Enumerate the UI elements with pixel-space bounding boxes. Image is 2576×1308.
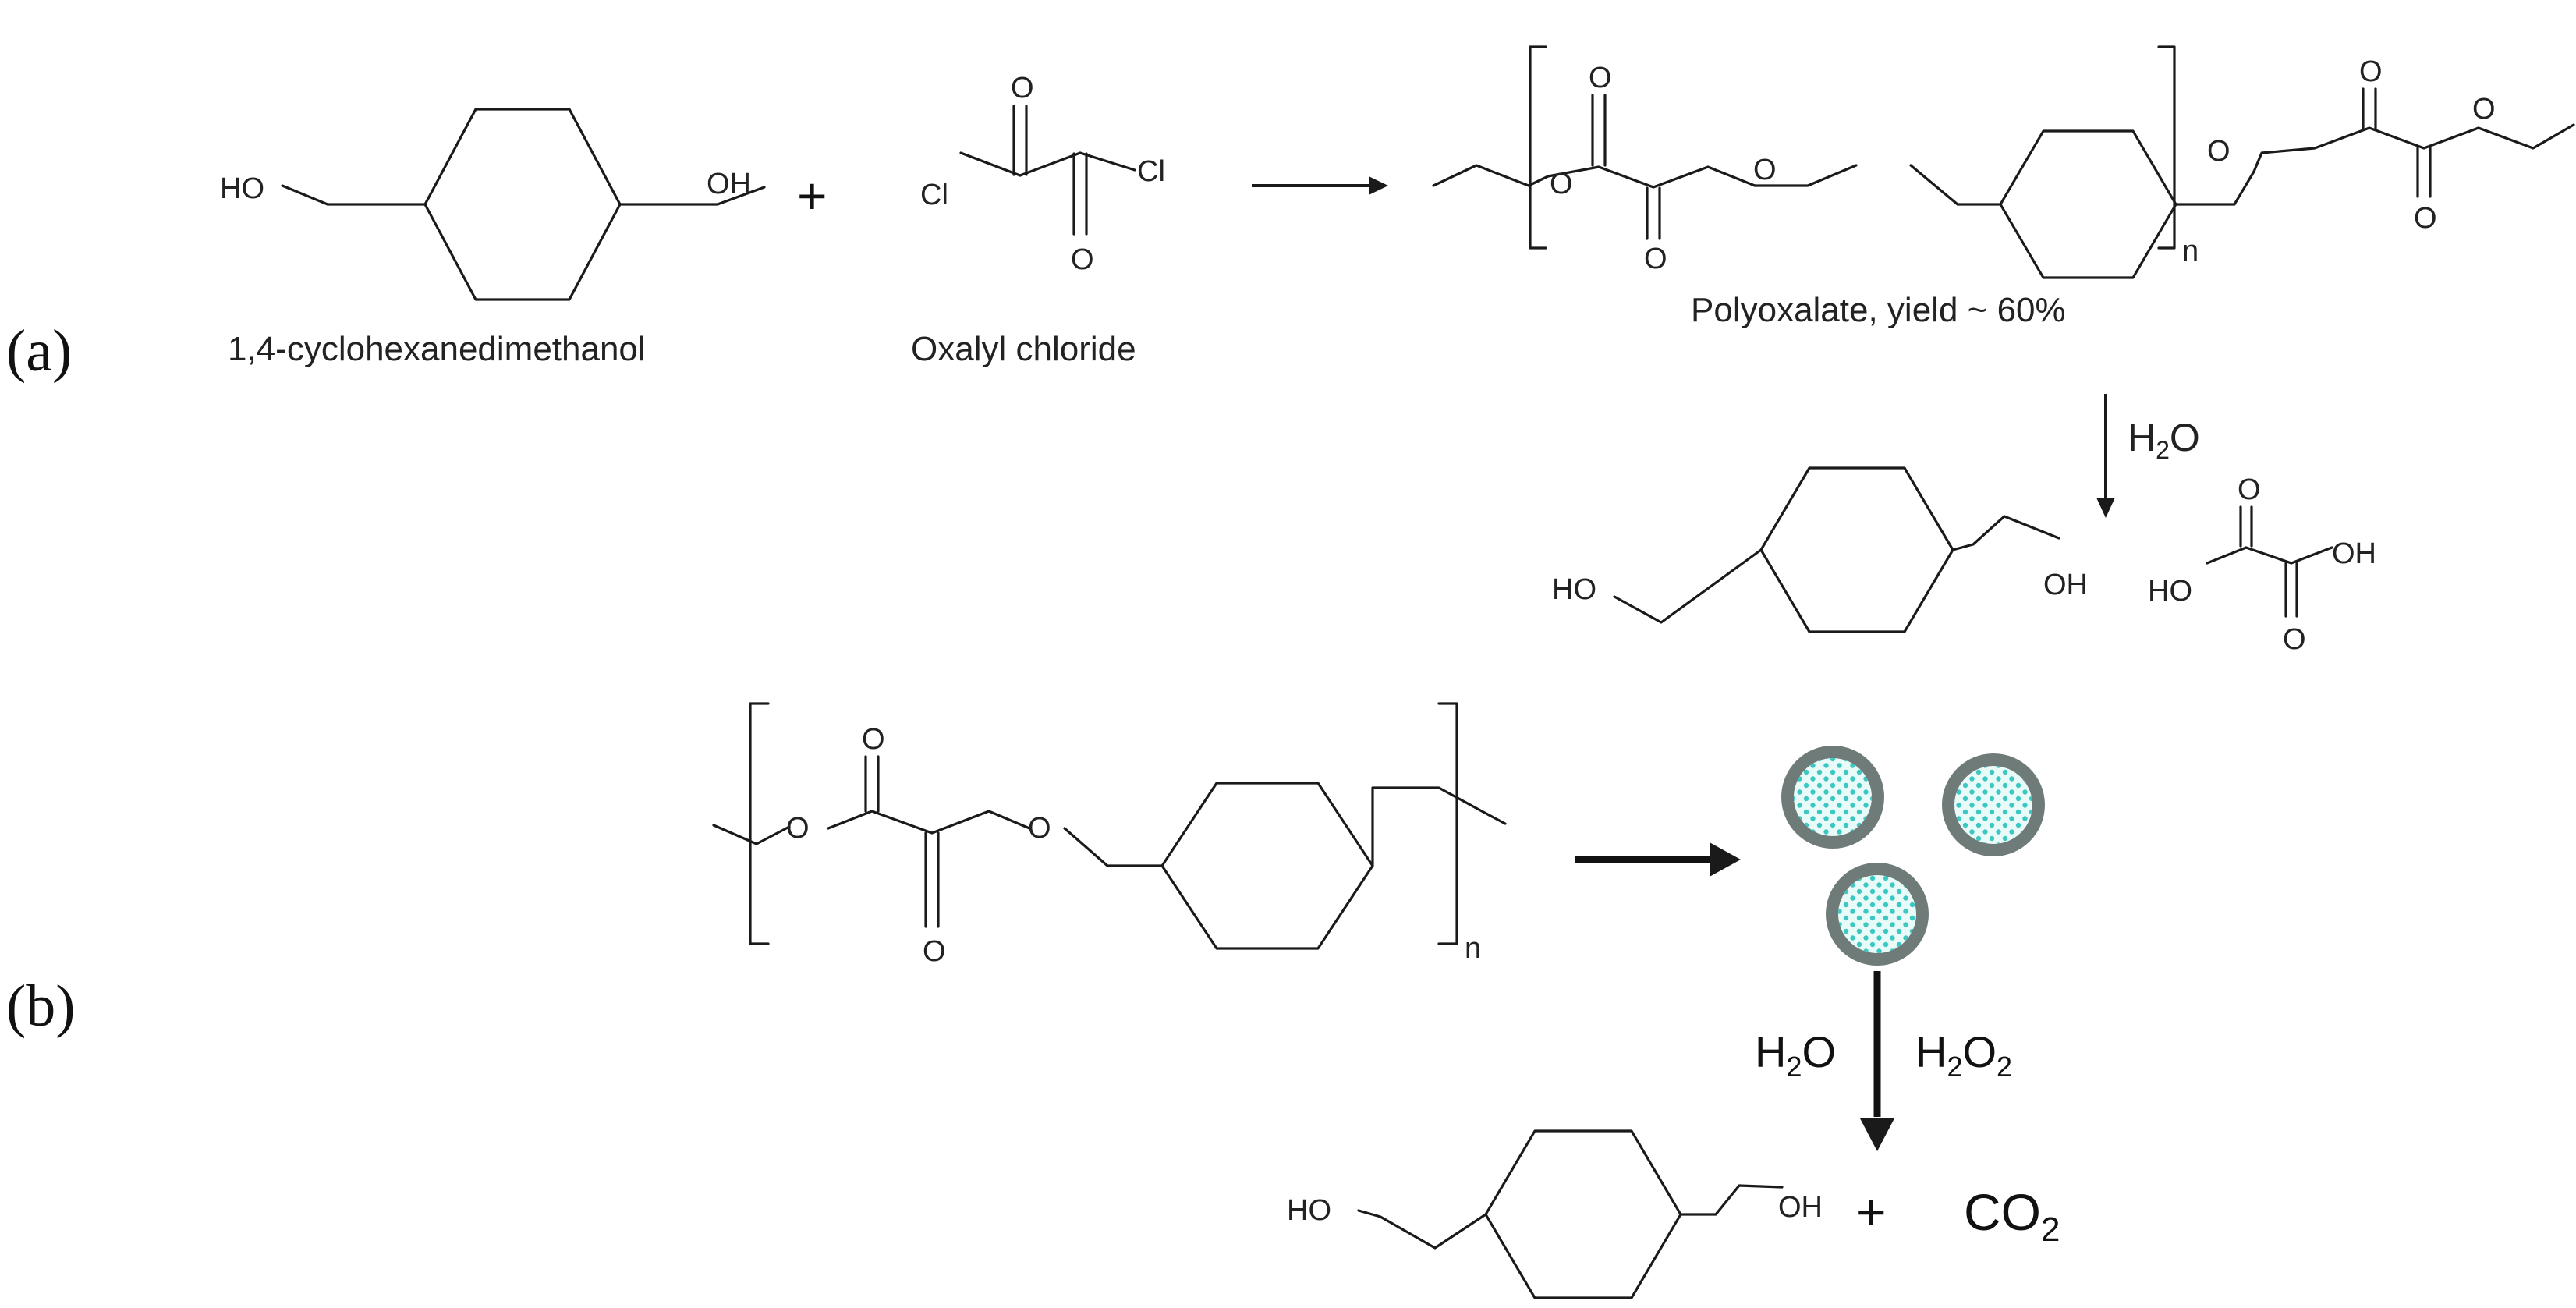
hydrolysis-arrow-a	[2096, 394, 2115, 518]
nanoparticles	[1781, 746, 2045, 966]
oxalyl-cl-left: Cl	[920, 179, 948, 211]
panel-label-b: (b)	[6, 973, 76, 1039]
b-o-carbonyl2: O	[923, 935, 946, 968]
poly-o-carbonyl4: O	[2414, 202, 2437, 235]
degradation-arrow-b	[1860, 971, 1894, 1151]
polyoxalate-structure: O O O O O O O O n	[1432, 45, 2575, 279]
peroxide-label-b: H2O2	[1915, 1027, 2012, 1083]
co2-label: CO2	[1964, 1183, 2060, 1249]
product-a-oh: OH	[2043, 569, 2088, 601]
oxalic-acid-structure: O O HO OH	[2148, 473, 2376, 656]
oxalic-o-bottom: O	[2283, 623, 2306, 656]
poly-o-carbonyl2: O	[1644, 243, 1667, 275]
plus-sign-a: +	[797, 167, 827, 225]
diol-name: 1,4-cyclohexanedimethanol	[228, 330, 646, 368]
polyoxalate-name: Polyoxalate, yield ~ 60%	[1691, 291, 2066, 329]
diol-oh-label: OH	[707, 168, 751, 200]
b-bracket-left	[749, 702, 770, 945]
b-repeat-n: n	[1465, 932, 1481, 965]
oxalyl-o-bottom: O	[1071, 243, 1094, 276]
reaction-arrow-a1	[1252, 176, 1388, 195]
plus-sign-b: +	[1856, 1183, 1887, 1241]
b-o-carbonyl1: O	[862, 723, 885, 756]
poly-o-ester1: O	[1550, 168, 1573, 200]
panel-label-a: (a)	[6, 318, 72, 384]
nanoparticle-2	[1942, 753, 2045, 856]
product-a-ho: HO	[1552, 573, 1596, 606]
oxalyl-o-top: O	[1011, 72, 1034, 105]
diol-ho-label: HO	[220, 172, 264, 205]
poly-o-ester4: O	[2472, 93, 2496, 126]
diol-product-b: HO OH	[1287, 1129, 1823, 1299]
poly-o-carbonyl1: O	[1589, 62, 1612, 94]
product-b-ho: HO	[1287, 1194, 1331, 1227]
water-label-b: H2O	[1755, 1027, 1836, 1083]
particle-formation-arrow	[1575, 842, 1741, 877]
oxalyl-chloride-structure: O O Cl Cl	[920, 72, 1165, 276]
polymer-repeat-unit-b: O O O O n	[712, 702, 1507, 968]
b-bracket-right	[1437, 702, 1458, 945]
b-o-ester2: O	[1028, 812, 1051, 845]
oxalic-o-top: O	[2238, 473, 2261, 506]
oxalyl-chloride-name: Oxalyl chloride	[911, 330, 1136, 368]
poly-bracket-left	[1529, 45, 1547, 250]
poly-repeat-n: n	[2182, 235, 2199, 268]
b-o-ester1: O	[786, 812, 810, 845]
oxalyl-cl-right: Cl	[1137, 155, 1165, 188]
oxalic-ho: HO	[2148, 575, 2192, 608]
diol-structure: HO OH	[220, 108, 766, 301]
poly-o-ester3: O	[2207, 135, 2231, 168]
poly-o-ester2: O	[1753, 154, 1777, 186]
product-b-oh: OH	[1778, 1191, 1823, 1224]
poly-o-carbonyl3: O	[2359, 55, 2383, 88]
poly-bracket-right	[2157, 45, 2176, 250]
water-label-a: H2O	[2128, 416, 2200, 464]
diol-product-a: HO OH	[1552, 466, 2088, 633]
oxalic-oh: OH	[2332, 537, 2376, 570]
nanoparticle-3	[1826, 863, 1929, 966]
nanoparticle-1	[1781, 746, 1884, 849]
